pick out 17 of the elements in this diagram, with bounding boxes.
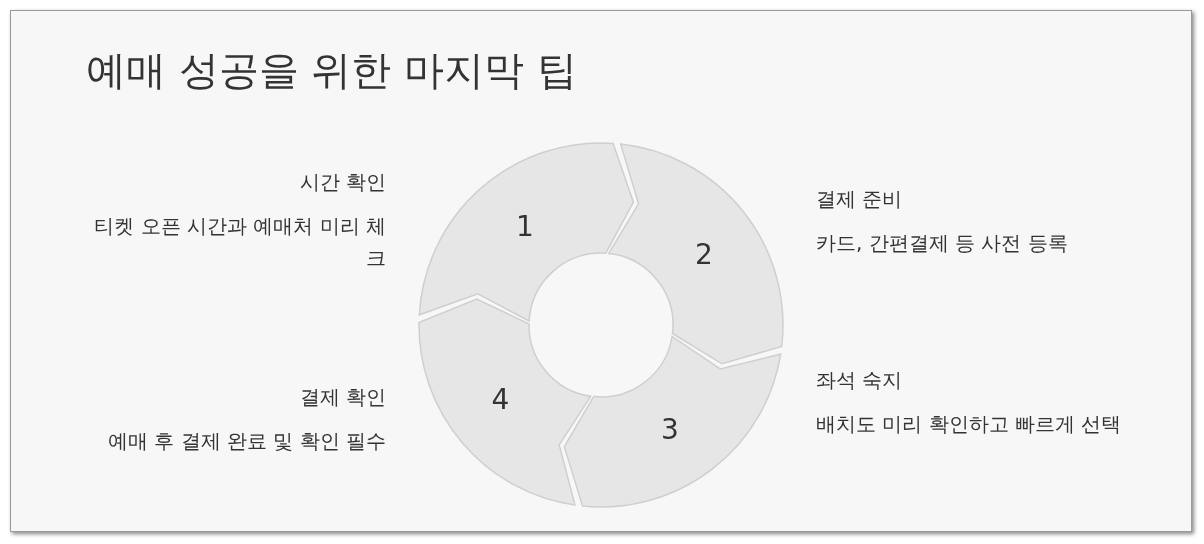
step-description: 카드, 간편결제 등 사전 등록 xyxy=(816,230,1069,257)
step-heading: 좌석 숙지 xyxy=(816,367,904,394)
ring-segment xyxy=(608,143,784,365)
step-description: 티켓 오픈 시간과 예매처 미리 체크 xyxy=(93,213,386,272)
step-number: 1 xyxy=(516,209,534,243)
step-heading: 결제 확인 xyxy=(298,384,386,411)
step-number: 2 xyxy=(695,237,713,271)
ring-segment xyxy=(418,142,635,322)
step-description: 배치도 미리 확인하고 빠르게 선택 xyxy=(816,411,1123,438)
step-number: 4 xyxy=(491,382,510,416)
title: 예매 성공을 위한 마지막 팁 xyxy=(86,46,577,95)
ring-segment xyxy=(418,298,592,506)
step-heading: 시간 확인 xyxy=(298,169,386,196)
step-description: 예매 후 결제 완료 및 확인 필수 xyxy=(106,428,386,455)
step-number: 3 xyxy=(661,412,679,446)
ring-segment xyxy=(563,335,782,508)
step-heading: 결제 준비 xyxy=(816,186,904,213)
